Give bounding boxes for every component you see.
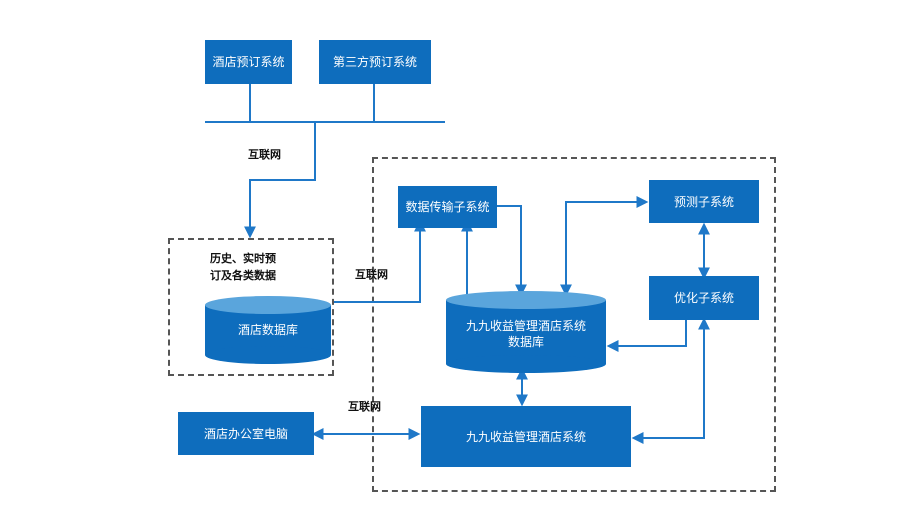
transfer-to-db-arrow bbox=[497, 205, 527, 297]
main-db-cylinder bbox=[446, 291, 606, 373]
internet-label-top: 互联网 bbox=[248, 148, 281, 161]
hotel-booking-system: 酒店预订系统 bbox=[205, 40, 292, 84]
data-transfer-subsystem: 数据传输子系统 bbox=[398, 186, 497, 228]
history-data-label-line1: 历史、实时预 bbox=[210, 252, 276, 265]
internet-label-mid: 互联网 bbox=[355, 268, 388, 281]
office-pc: 酒店办公室电脑 bbox=[178, 412, 314, 455]
hotel-to-transfer-arrow bbox=[334, 219, 426, 303]
history-data-label-line2: 订及各类数据 bbox=[210, 269, 276, 282]
main-db-label-line2: 数据库 bbox=[507, 335, 544, 349]
third-party-booking-system: 第三方预订系统 bbox=[319, 40, 431, 84]
optimize-system-arrow bbox=[631, 317, 710, 444]
main-db-label-line1: 九九收益管理酒店系统 bbox=[465, 319, 586, 333]
hotel-side-frame bbox=[168, 238, 334, 376]
internet-label-bottom: 互联网 bbox=[348, 400, 381, 413]
hotel-db-cylinder bbox=[205, 296, 331, 364]
db-to-forecast-arrow bbox=[560, 196, 649, 297]
history-data-label: 历史、实时预 订及各类数据 bbox=[210, 250, 276, 284]
forecast-subsystem: 预测子系统 bbox=[649, 180, 759, 223]
optimize-subsystem: 优化子系统 bbox=[649, 276, 759, 320]
hotel-db-label: 酒店数据库 bbox=[237, 323, 298, 337]
main-db-label: 九九收益管理酒店系统 数据库 bbox=[446, 318, 606, 350]
bus-to-hotel-arrow bbox=[244, 122, 316, 239]
main-hotel-system: 九九收益管理酒店系统 bbox=[421, 406, 631, 467]
optimize-db-arrow bbox=[606, 320, 687, 352]
system-frame bbox=[372, 157, 776, 492]
